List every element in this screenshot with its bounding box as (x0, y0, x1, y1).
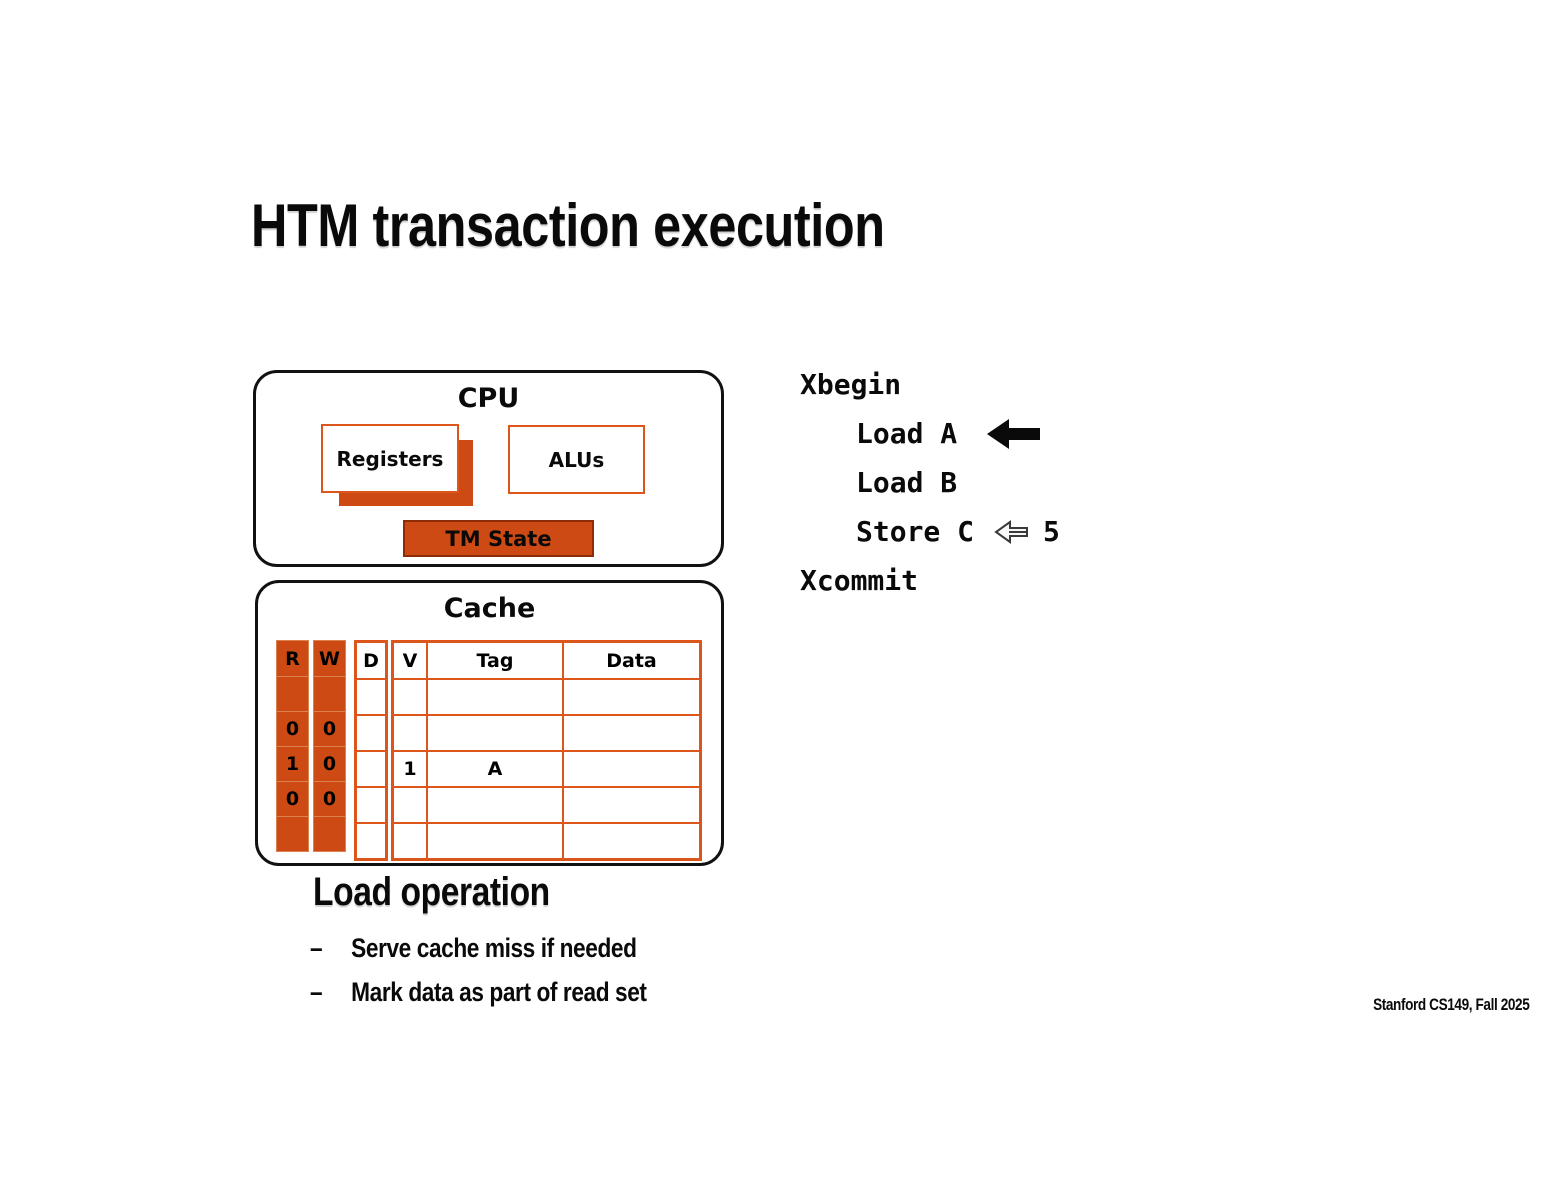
code-text: Xcommit (800, 564, 919, 597)
bullet-dash: – (310, 977, 323, 1007)
current-line-arrow-icon (987, 419, 1041, 449)
code-text: Load A (856, 417, 958, 450)
read-bits-table: R 0 1 0 (276, 640, 309, 852)
d-cell (354, 786, 388, 824)
w-cell (313, 816, 346, 852)
code-line-xcommit: Xcommit (800, 565, 918, 597)
v-cell (391, 678, 428, 716)
d-cell (354, 750, 388, 788)
r-cell (276, 816, 309, 852)
code-text: Load B (856, 466, 958, 499)
v-cell (391, 714, 428, 752)
data-header: Data (562, 640, 702, 680)
tag-cell: A (426, 750, 564, 788)
data-cell (562, 750, 702, 788)
tag-cell (426, 714, 564, 752)
w-cell: 0 (313, 746, 346, 782)
cache-lines-table: V Tag Data 1 A (391, 640, 702, 861)
v-header: V (391, 640, 428, 680)
registers-box: Registers (321, 424, 459, 493)
slide-footer: Stanford CS149, Fall 2025 (1334, 995, 1530, 1015)
tag-cell (426, 786, 564, 824)
bullet-item: – Serve cache miss if needed (310, 933, 699, 964)
cpu-box: CPU Registers ALUs TM State (253, 370, 724, 567)
code-text: Xbegin (800, 368, 902, 401)
v-cell (391, 822, 428, 861)
tm-state-box: TM State (403, 520, 594, 557)
d-header: D (354, 640, 388, 680)
code-line-load-a: Load A (856, 417, 1041, 450)
w-cell (313, 676, 346, 712)
data-cell (562, 678, 702, 716)
page-title-text: HTM transaction execution (251, 192, 885, 259)
data-cell (562, 714, 702, 752)
d-cell (354, 678, 388, 716)
code-line-load-b: Load B (856, 467, 957, 499)
tag-cell (426, 822, 564, 861)
data-cell (562, 822, 702, 861)
alus-box: ALUs (508, 425, 645, 494)
r-cell: 1 (276, 746, 309, 782)
write-bits-table: W 0 0 0 (313, 640, 346, 852)
r-header: R (276, 640, 309, 677)
data-cell (562, 786, 702, 824)
page-title: HTM transaction execution (251, 196, 1005, 256)
tm-state-label: TM State (445, 526, 552, 551)
cache-label: Cache (443, 593, 536, 624)
w-cell: 0 (313, 711, 346, 747)
bullet-text: Serve cache miss if needed (351, 933, 637, 963)
d-cell (354, 822, 388, 861)
w-header: W (313, 640, 346, 677)
alus-label: ALUs (548, 447, 605, 472)
notes-heading: Load operation (313, 872, 595, 912)
store-value: 5 (1043, 515, 1060, 548)
r-cell: 0 (276, 711, 309, 747)
cache-box: Cache R 0 1 0 W 0 0 0 D V (255, 580, 724, 866)
assign-arrow-icon (994, 520, 1029, 544)
tag-cell (426, 678, 564, 716)
dirty-bits-table: D (354, 640, 388, 861)
code-line-xbegin: Xbegin (800, 369, 901, 401)
notes-heading-text: Load operation (313, 870, 550, 914)
cpu-label: CPU (457, 383, 520, 414)
code-line-store-c: Store C 5 (856, 516, 1060, 548)
d-cell (354, 714, 388, 752)
registers-label: Registers (336, 446, 444, 471)
code-text: Store C (856, 515, 975, 548)
bullet-dash: – (310, 933, 323, 963)
r-cell (276, 676, 309, 712)
v-cell: 1 (391, 750, 428, 788)
footer-text: Stanford CS149, Fall 2025 (1372, 995, 1530, 1014)
r-cell: 0 (276, 781, 309, 817)
w-cell: 0 (313, 781, 346, 817)
bullet-text: Mark data as part of read set (351, 977, 647, 1007)
tag-header: Tag (426, 640, 564, 680)
v-cell (391, 786, 428, 824)
bullet-item: – Mark data as part of read set (310, 977, 711, 1008)
